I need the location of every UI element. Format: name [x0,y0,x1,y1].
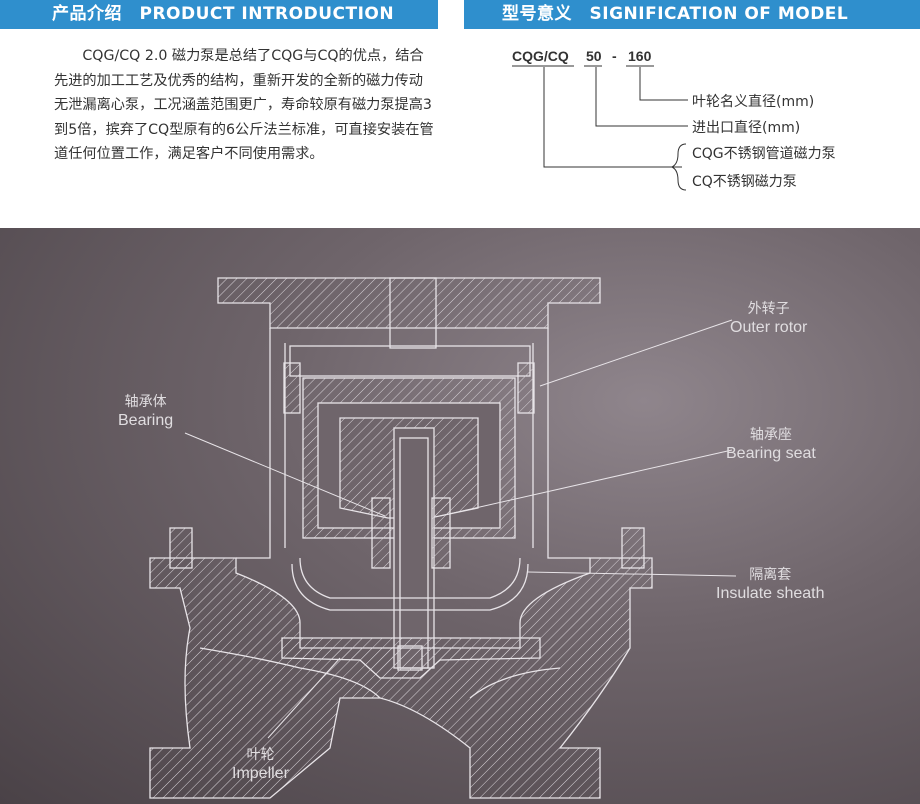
product-introduction-text: CQG/CQ 2.0 磁力泵是总结了CQG与CQ的优点，结合先进的加工工艺及优秀… [54,48,434,162]
model-desc-port: 进出口直径(mm) [692,120,801,136]
model-signification-banner: 型号意义 SIGNIFICATION OF MODEL [464,0,920,29]
impeller-label-en: Impeller [232,765,289,782]
bearing-label-en: Bearing [118,412,174,429]
model-code-dash: - [612,48,617,64]
model-desc-impeller: 叶轮名义直径(mm) [692,94,815,110]
bearing-seat-label-en: Bearing seat [726,445,816,462]
bearing-label-cn: 轴承体 [124,394,167,410]
impeller-label-cn: 叶轮 [246,747,275,763]
callout-impeller: 叶轮 Impeller [232,746,289,784]
model-code-series: CQG/CQ [512,48,569,64]
pump-cross-section-drawing: 外转子 Outer rotor 轴承体 Bearing 轴承座 Bearing … [0,228,920,804]
model-code-diameter: 50 [586,48,602,64]
callout-bearing: 轴承体 Bearing [118,393,173,431]
outer-rotor-label-cn: 外转子 [747,301,790,317]
model-code-impeller: 160 [628,48,652,64]
outer-rotor-label-en: Outer rotor [730,319,808,336]
model-desc-cqg: CQG不锈钢管道磁力泵 [692,146,836,162]
model-diagram: CQG/CQ 50 - 160 叶轮名义直径(mm) 进出口直径(mm) CQG… [464,30,920,220]
callout-outer-rotor: 外转子 Outer rotor [730,300,807,338]
pump-cross-section-svg [149,277,737,799]
callout-insulate-sheath: 隔离套 Insulate sheath [716,566,825,604]
sheath-label-cn: 隔离套 [749,567,792,583]
product-introduction-banner: 产品介绍 PRODUCT INTRODUCTION [0,0,438,29]
callout-bearing-seat: 轴承座 Bearing seat [726,426,816,464]
model-connector-lines [512,65,688,191]
sheath-label-en: Insulate sheath [716,585,825,602]
model-desc-cq: CQ不锈钢磁力泵 [692,174,797,190]
bearing-seat-label-cn: 轴承座 [749,427,792,443]
